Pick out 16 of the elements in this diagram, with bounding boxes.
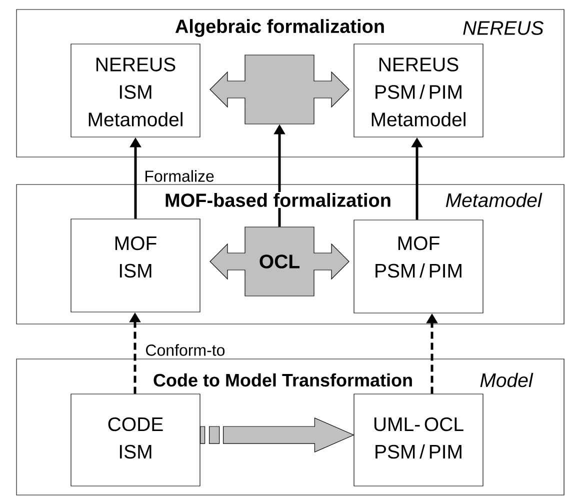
double-arrow-shape xyxy=(210,54,350,124)
edge-label: Conform-to xyxy=(144,343,226,357)
model-box: CODE ISM xyxy=(70,394,200,486)
layer-title: MOF-based formalization xyxy=(164,192,392,208)
model-box: MOF ISM xyxy=(70,218,200,312)
block-arrow xyxy=(200,418,354,452)
layer-title: Algebraic formalization xyxy=(174,18,386,38)
layer-tag: NEREUS xyxy=(463,21,544,35)
layer-title: Code to Model Transformation xyxy=(152,372,414,388)
model-box: NEREUS ISM Metamodel xyxy=(70,44,200,138)
layer-tag: Metamodel xyxy=(446,192,542,208)
model-box: UML- OCL PSM / PIM xyxy=(354,394,484,486)
model-box: NEREUS PSM / PIM Metamodel xyxy=(354,44,484,138)
layer-tag: Model xyxy=(480,372,534,388)
model-box: MOF PSM / PIM xyxy=(354,220,484,314)
edge-label: Formalize xyxy=(143,169,216,183)
